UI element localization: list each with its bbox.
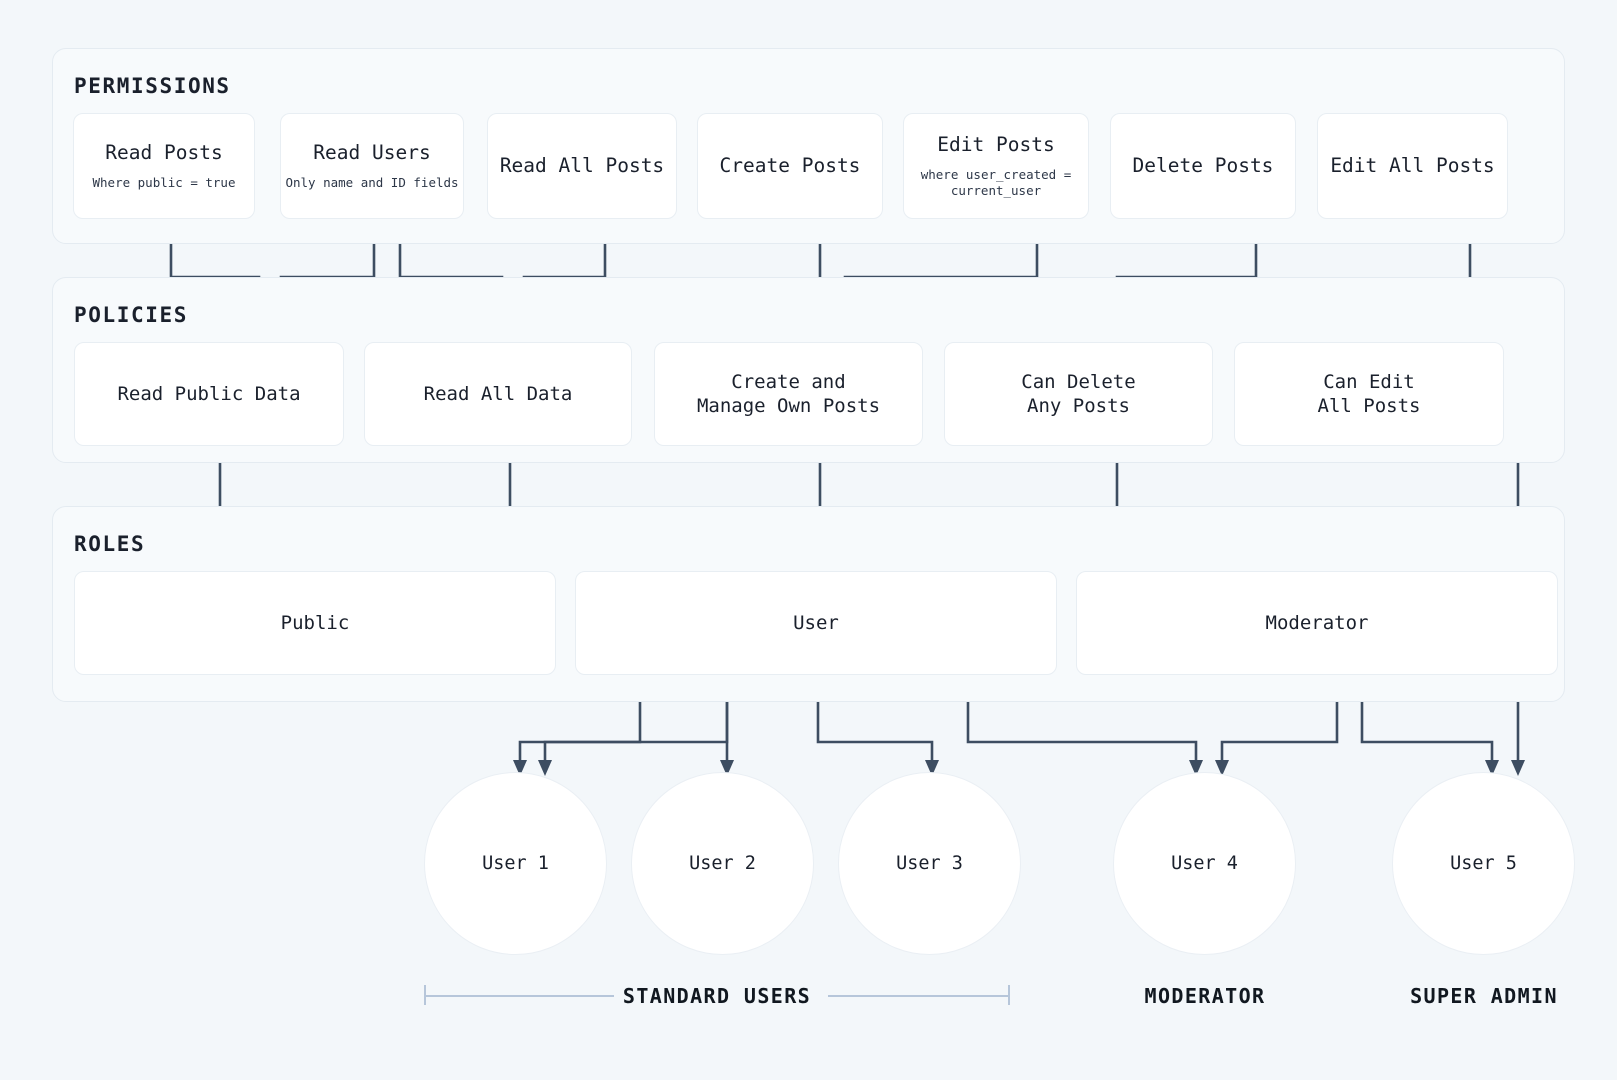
roles-panel-title: ROLES xyxy=(74,532,146,556)
role-title: Moderator xyxy=(1265,611,1369,634)
policy-card-can-delete-any-posts[interactable]: Can Delete Any Posts xyxy=(944,342,1213,446)
standard-users-bracket-cap-right xyxy=(1008,985,1010,1005)
standard-users-bracket-left xyxy=(424,995,614,997)
user-label: User 5 xyxy=(1450,853,1517,874)
permission-card-read-posts[interactable]: Read Posts Where public = true xyxy=(73,113,255,219)
policy-title: Read Public Data xyxy=(117,382,301,405)
policy-card-can-edit-all-posts[interactable]: Can Edit All Posts xyxy=(1234,342,1504,446)
permission-title: Read Posts xyxy=(105,140,223,164)
policy-title: Can Edit All Posts xyxy=(1317,370,1421,417)
group-label-standard-users: STANDARD USERS xyxy=(622,984,812,1008)
user-label: User 4 xyxy=(1171,853,1238,874)
policy-card-read-all-data[interactable]: Read All Data xyxy=(364,342,632,446)
permission-title: Read Users xyxy=(313,140,431,164)
permission-subtitle: where user_created = current_user xyxy=(920,166,1072,198)
user-label: User 3 xyxy=(896,853,963,874)
policy-title: Can Delete Any Posts xyxy=(1021,370,1136,417)
role-card-user[interactable]: User xyxy=(575,571,1057,675)
permission-subtitle: Where public = true xyxy=(92,174,236,190)
permission-title: Edit Posts xyxy=(937,132,1055,156)
standard-users-bracket-right xyxy=(828,995,1010,997)
role-title: User xyxy=(793,611,839,634)
group-label-super-admin: SUPER ADMIN xyxy=(1410,984,1558,1008)
role-card-moderator[interactable]: Moderator xyxy=(1076,571,1558,675)
permission-card-edit-posts[interactable]: Edit Posts where user_created = current_… xyxy=(903,113,1089,219)
user-node-1[interactable]: User 1 xyxy=(424,772,607,955)
user-node-3[interactable]: User 3 xyxy=(838,772,1021,955)
policy-title: Create and Manage Own Posts xyxy=(696,370,881,417)
permission-subtitle: Only name and ID fields xyxy=(285,174,459,190)
permissions-panel-title: PERMISSIONS xyxy=(74,74,231,98)
policies-panel-title: POLICIES xyxy=(74,303,188,327)
user-label: User 2 xyxy=(689,853,756,874)
permission-card-edit-all-posts[interactable]: Edit All Posts xyxy=(1317,113,1508,219)
policy-card-create-manage-own-posts[interactable]: Create and Manage Own Posts xyxy=(654,342,923,446)
permission-title: Delete Posts xyxy=(1132,153,1274,177)
permission-title: Edit All Posts xyxy=(1330,153,1495,177)
user-node-2[interactable]: User 2 xyxy=(631,772,814,955)
user-node-5[interactable]: User 5 xyxy=(1392,772,1575,955)
permission-card-create-posts[interactable]: Create Posts xyxy=(697,113,883,219)
permission-card-delete-posts[interactable]: Delete Posts xyxy=(1110,113,1296,219)
policy-title: Read All Data xyxy=(423,382,573,405)
role-title: Public xyxy=(280,611,350,634)
role-card-public[interactable]: Public xyxy=(74,571,556,675)
permission-title: Create Posts xyxy=(719,153,861,177)
policy-card-read-public-data[interactable]: Read Public Data xyxy=(74,342,344,446)
user-label: User 1 xyxy=(482,853,549,874)
permission-card-read-all-posts[interactable]: Read All Posts xyxy=(487,113,677,219)
permission-card-read-users[interactable]: Read Users Only name and ID fields xyxy=(280,113,464,219)
user-node-4[interactable]: User 4 xyxy=(1113,772,1296,955)
permission-title: Read All Posts xyxy=(499,153,665,177)
group-label-moderator: MODERATOR xyxy=(1144,984,1266,1008)
